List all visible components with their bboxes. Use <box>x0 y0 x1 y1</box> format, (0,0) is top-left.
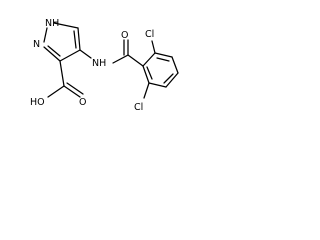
atom-label-chlorine-bottom: Cl <box>134 102 143 113</box>
bond-c4-nh <box>79 49 92 59</box>
bond-r3-r4 <box>171 56 179 74</box>
bond-r6-r1 <box>142 65 150 84</box>
atom-label-hydroxyl: HO <box>30 97 45 108</box>
bond-r4-r5-inner <box>163 73 174 84</box>
bond-c5-c4-double <box>73 30 77 49</box>
atom-label-chlorine-top: Cl <box>145 29 154 40</box>
bond-c3-n2-double <box>47 45 61 57</box>
bond-cacid-o-double <box>66 82 84 95</box>
bond-camide-ring <box>127 54 144 67</box>
atom-label-n-ring: N <box>33 39 40 50</box>
bond-cacid-o <box>63 85 81 98</box>
bond-r2-cl <box>151 40 156 54</box>
atom-label-amide-nh: NH <box>92 58 106 69</box>
bond-r2-r3-inner <box>156 57 170 62</box>
bond-nh-camide <box>112 54 129 64</box>
bond-r1-r2 <box>142 52 156 67</box>
carboxylic-acid-group <box>47 60 84 98</box>
bond-n2-n1 <box>43 27 48 43</box>
bond-c3-n2 <box>43 46 61 62</box>
bond-c3-cacid <box>59 60 65 87</box>
atom-label-acid-oxygen: O <box>79 97 86 108</box>
bond-cacid-oh <box>47 85 65 98</box>
bond-r6-cl <box>143 82 150 99</box>
molecule-drawing: NH N HO O NH O Cl Cl <box>30 18 179 113</box>
bond-r5-r6 <box>148 82 167 88</box>
chlorine-bonds <box>143 40 156 99</box>
bond-n1-c5 <box>53 22 79 29</box>
bond-c5-c4 <box>77 27 81 51</box>
atom-label-amide-oxygen: O <box>121 30 128 41</box>
bond-r6-r1-inner <box>146 66 153 80</box>
amide-group <box>79 39 144 67</box>
bond-c4-c3 <box>59 49 81 62</box>
benzene-ring <box>142 52 179 88</box>
bond-r4-r5 <box>165 72 179 88</box>
bond-r2-r3 <box>154 52 173 58</box>
chemical-structure-diagram: NH N HO O NH O Cl Cl <box>0 0 200 128</box>
atom-label-nh-ring: NH <box>45 18 59 29</box>
pyrazole-ring <box>43 22 81 62</box>
